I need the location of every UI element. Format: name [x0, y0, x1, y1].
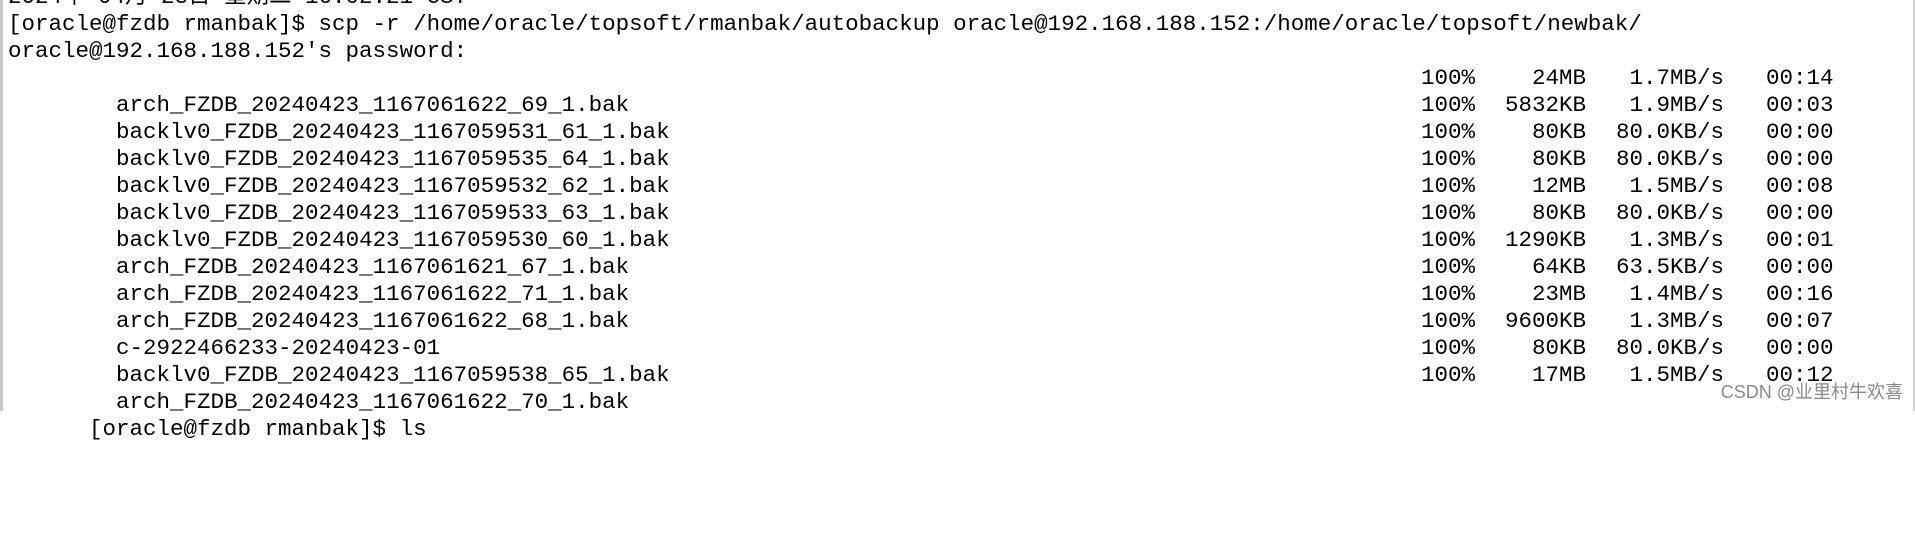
transfer-rate: 1.9MB/s [1629, 92, 1724, 118]
file-name: arch_FZDB_20240423_1167061622_71_1.bak [116, 281, 630, 307]
transfer-percent: 100% [1421, 146, 1476, 172]
file-name: backlv0_FZDB_20240423_1167059530_60_1.ba… [116, 227, 670, 253]
transfer-percent: 100% [1421, 119, 1476, 145]
transfer-time: 00:14 [1766, 65, 1834, 91]
transfer-time: 00:00 [1766, 335, 1834, 361]
terminal-window[interactable]: 2024年 04月 23日 星期二 16:02:21 CST [oracle@f… [0, 0, 1915, 442]
transfer-time: 00:00 [1766, 119, 1834, 145]
transfer-time: 00:07 [1766, 308, 1834, 334]
file-name: backlv0_FZDB_20240423_1167059535_64_1.ba… [116, 146, 670, 172]
transfer-percent: 100% [1421, 65, 1476, 91]
transfer-time: 00:16 [1766, 281, 1834, 307]
transfer-size: 12MB [1531, 173, 1586, 199]
transfer-row: backlv0_FZDB_20240423_1167059531_61_1.ba… [8, 92, 1908, 145]
transfer-size: 80KB [1531, 119, 1586, 145]
transfer-rate: 1.7MB/s [1629, 65, 1724, 91]
transfer-row: arch_FZDB_20240423_1167061621_67_1.bak 1… [8, 227, 1908, 280]
transfer-rate: 1.3MB/s [1629, 227, 1724, 253]
partial-date-line: 2024年 04月 23日 星期二 16:02:21 CST [8, 0, 1908, 11]
transfer-percent: 100% [1421, 335, 1476, 361]
transfer-row: backlv0_FZDB_20240423_1167059535_64_1.ba… [8, 119, 1908, 172]
transfer-percent: 100% [1421, 308, 1476, 334]
transfer-time: 00:01 [1766, 227, 1834, 253]
transfer-percent: 100% [1421, 254, 1476, 280]
transfer-size: 64KB [1531, 254, 1586, 280]
transfer-size: 5832KB [1504, 92, 1586, 118]
csdn-watermark: CSDN @业里村牛欢喜 [1720, 382, 1903, 402]
transfer-percent: 100% [1421, 362, 1476, 388]
transfer-row: arch_FZDB_20240423_1167061622_69_1.bak 1… [8, 65, 1908, 118]
transfer-size: 80KB [1531, 146, 1586, 172]
transfer-percent: 100% [1421, 92, 1476, 118]
transfer-percent: 100% [1421, 200, 1476, 226]
transfer-rate: 1.5MB/s [1629, 173, 1724, 199]
transfer-size: 17MB [1531, 362, 1586, 388]
transfer-size: 9600KB [1504, 308, 1586, 334]
transfer-time: 00:00 [1766, 254, 1834, 280]
transfer-time: 00:00 [1766, 146, 1834, 172]
terminal-output: 2024年 04月 23日 星期二 16:02:21 CST [oracle@f… [8, 0, 1908, 442]
text-cursor [427, 418, 440, 440]
transfer-rate: 1.3MB/s [1629, 308, 1724, 334]
file-name: backlv0_FZDB_20240423_1167059533_63_1.ba… [116, 200, 670, 226]
transfer-row: backlv0_FZDB_20240423_1167059533_63_1.ba… [8, 173, 1908, 226]
transfer-rate: 80.0KB/s [1615, 146, 1724, 172]
file-name: c-2922466233-20240423-01 [116, 335, 441, 361]
transfer-row: arch_FZDB_20240423_1167061622_71_1.bak 1… [8, 254, 1908, 307]
transfer-row: backlv0_FZDB_20240423_1167059530_60_1.ba… [8, 200, 1908, 253]
password-prompt-line: oracle@192.168.188.152's password: [8, 38, 468, 64]
file-name: arch_FZDB_20240423_1167061621_67_1.bak [116, 254, 630, 280]
transfer-time: 00:12 [1766, 362, 1834, 388]
transfer-rate: 1.4MB/s [1629, 281, 1724, 307]
transfer-row: backlv0_FZDB_20240423_1167059538_65_1.ba… [8, 335, 1908, 388]
file-name: backlv0_FZDB_20240423_1167059531_61_1.ba… [116, 119, 670, 145]
transfer-rate: 80.0KB/s [1615, 200, 1724, 226]
file-name: arch_FZDB_20240423_1167061622_68_1.bak [116, 308, 630, 334]
transfer-time: 00:03 [1766, 92, 1834, 118]
transfer-time: 00:08 [1766, 173, 1834, 199]
transfer-rate: 63.5KB/s [1615, 254, 1724, 280]
file-name: backlv0_FZDB_20240423_1167059538_65_1.ba… [116, 362, 670, 388]
shell-prompt-line[interactable]: [oracle@fzdb rmanbak]$ ls [8, 389, 1908, 442]
transfer-rate: 80.0KB/s [1615, 119, 1724, 145]
transfer-size: 1290KB [1504, 227, 1586, 253]
transfer-percent: 100% [1421, 281, 1476, 307]
file-name: backlv0_FZDB_20240423_1167059532_62_1.ba… [116, 173, 670, 199]
transfer-list: arch_FZDB_20240423_1167061622_69_1.bak 1… [8, 65, 1908, 415]
scp-command-line: [oracle@fzdb rmanbak]$ scp -r /home/orac… [8, 11, 1642, 37]
window-right-border [1913, 0, 1915, 411]
transfer-row: c-2922466233-20240423-01 100% 9600KB 1.3… [8, 308, 1908, 361]
transfer-rate: 1.5MB/s [1629, 362, 1724, 388]
transfer-percent: 100% [1421, 173, 1476, 199]
transfer-percent: 100% [1421, 227, 1476, 253]
transfer-size: 24MB [1531, 65, 1586, 91]
transfer-size: 80KB [1531, 200, 1586, 226]
window-left-border [0, 0, 3, 411]
transfer-row: arch_FZDB_20240423_1167061622_68_1.bak 1… [8, 281, 1908, 334]
transfer-row: arch_FZDB_20240423_1167061622_70_1.bak 1… [8, 362, 1908, 415]
transfer-row: backlv0_FZDB_20240423_1167059532_62_1.ba… [8, 146, 1908, 199]
shell-prompt: [oracle@fzdb rmanbak]$ ls [89, 416, 427, 442]
file-name: arch_FZDB_20240423_1167061622_69_1.bak [116, 92, 630, 118]
transfer-size: 80KB [1531, 335, 1586, 361]
transfer-size: 23MB [1531, 281, 1586, 307]
transfer-rate: 80.0KB/s [1615, 335, 1724, 361]
transfer-time: 00:00 [1766, 200, 1834, 226]
